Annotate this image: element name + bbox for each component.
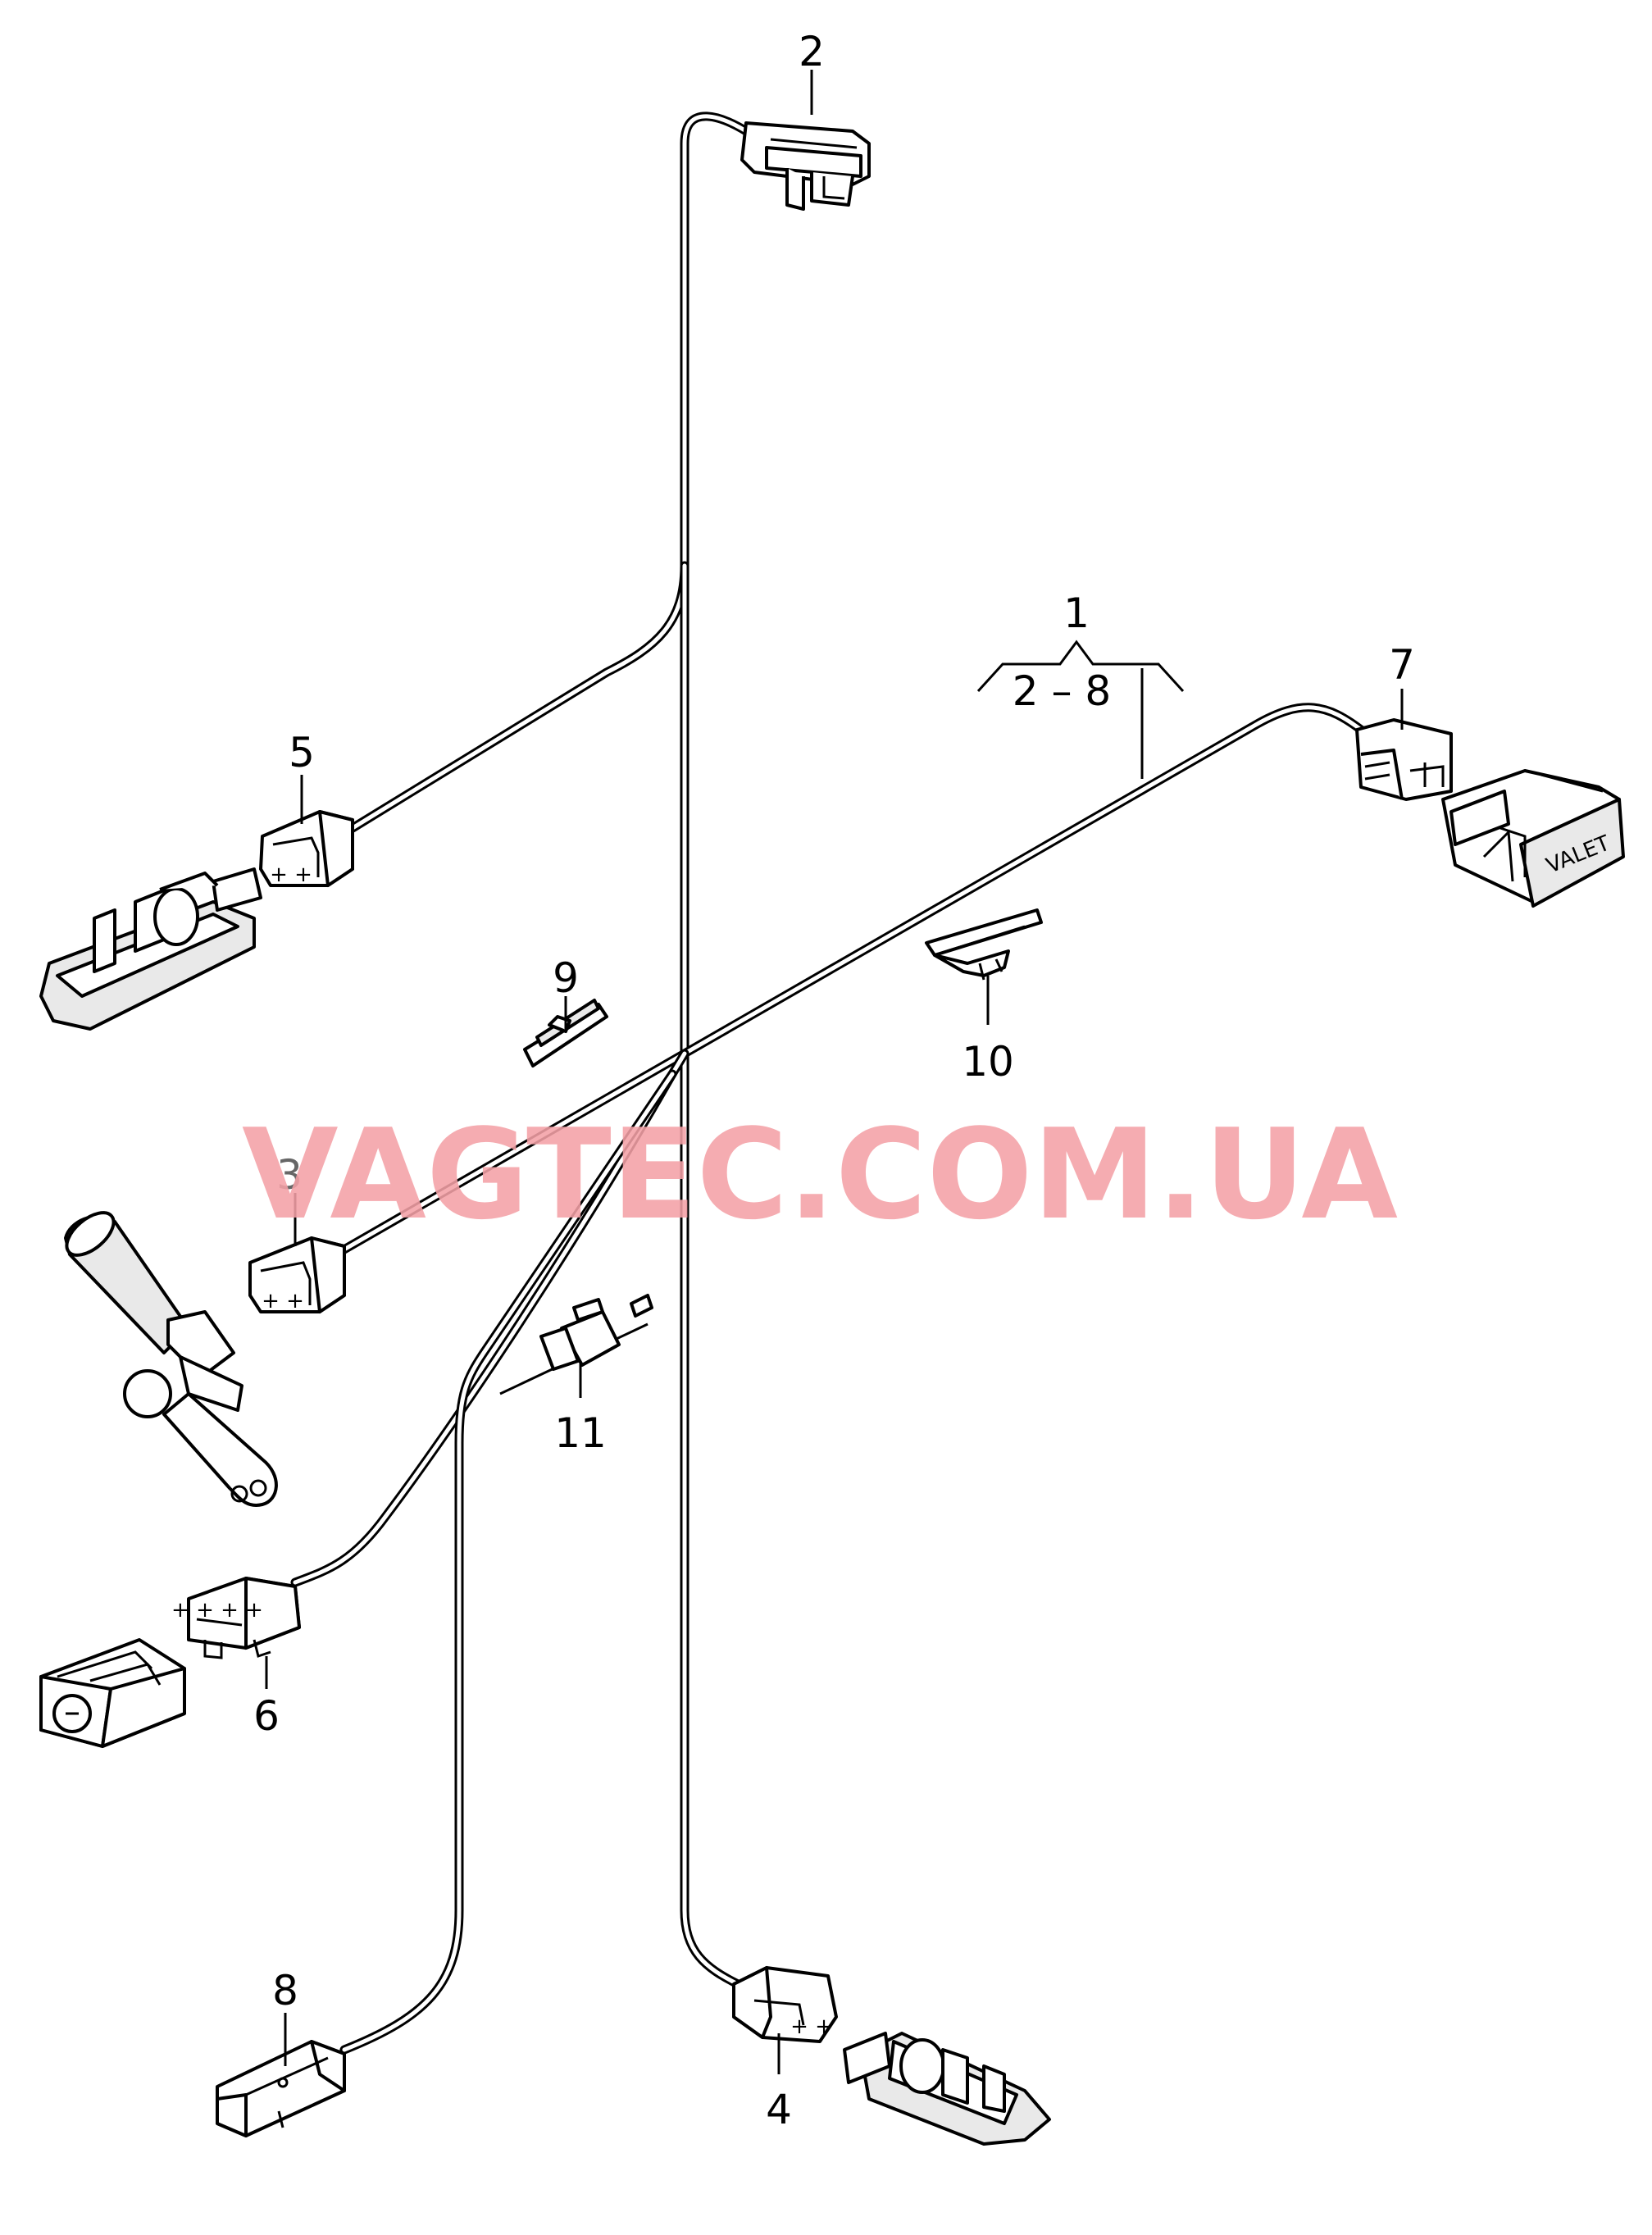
holder-10 bbox=[925, 908, 1043, 981]
callout-5: 5 bbox=[289, 729, 315, 776]
callout-6: 6 bbox=[253, 1692, 280, 1740]
connector-3-pin-label: + + bbox=[262, 1289, 304, 1313]
callout-3: 3 bbox=[276, 1151, 303, 1199]
connector-8 bbox=[216, 2040, 346, 2137]
callout-4: 4 bbox=[766, 2086, 792, 2133]
connector-5-pin-label: + + bbox=[270, 863, 312, 887]
callout-10: 10 bbox=[962, 1038, 1014, 1086]
clip-9 bbox=[523, 999, 608, 1067]
connector-6: + + + + bbox=[171, 1577, 301, 1659]
connector-3: + + bbox=[248, 1236, 346, 1313]
retainer-11 bbox=[499, 1294, 653, 1395]
callout-8: 8 bbox=[272, 1967, 298, 2014]
switch-6 bbox=[39, 1638, 186, 1748]
connector-7 bbox=[1355, 718, 1453, 801]
callout-7: 7 bbox=[1389, 641, 1415, 689]
callout-9: 9 bbox=[553, 954, 579, 1002]
sensor-3 bbox=[64, 1211, 278, 1507]
callout-numbers: 2 1 2 – 8 7 5 9 10 3 11 6 8 4 bbox=[253, 28, 1415, 2133]
valet-switch-7: VALET bbox=[1441, 769, 1625, 908]
wire-harness bbox=[290, 112, 1366, 2055]
callout-2: 2 bbox=[799, 28, 825, 75]
boot-lamp-5 bbox=[39, 867, 262, 1031]
connector-4-pin-label: + + bbox=[790, 2014, 833, 2039]
connector-5: + + bbox=[259, 810, 354, 887]
leader-lines bbox=[265, 70, 1404, 2074]
connector-4: + + bbox=[732, 1966, 838, 2043]
connector-2 bbox=[740, 121, 871, 211]
callout-11: 11 bbox=[554, 1409, 607, 1457]
callout-1: 1 bbox=[1063, 589, 1090, 637]
boot-lamp-4 bbox=[843, 2032, 1051, 2146]
connector-6-pin-label: + + + + bbox=[171, 1598, 263, 1623]
watermark: VAGTEC.COM.UA bbox=[242, 1102, 1398, 1247]
callout-1-range: 2 – 8 bbox=[1013, 667, 1111, 715]
